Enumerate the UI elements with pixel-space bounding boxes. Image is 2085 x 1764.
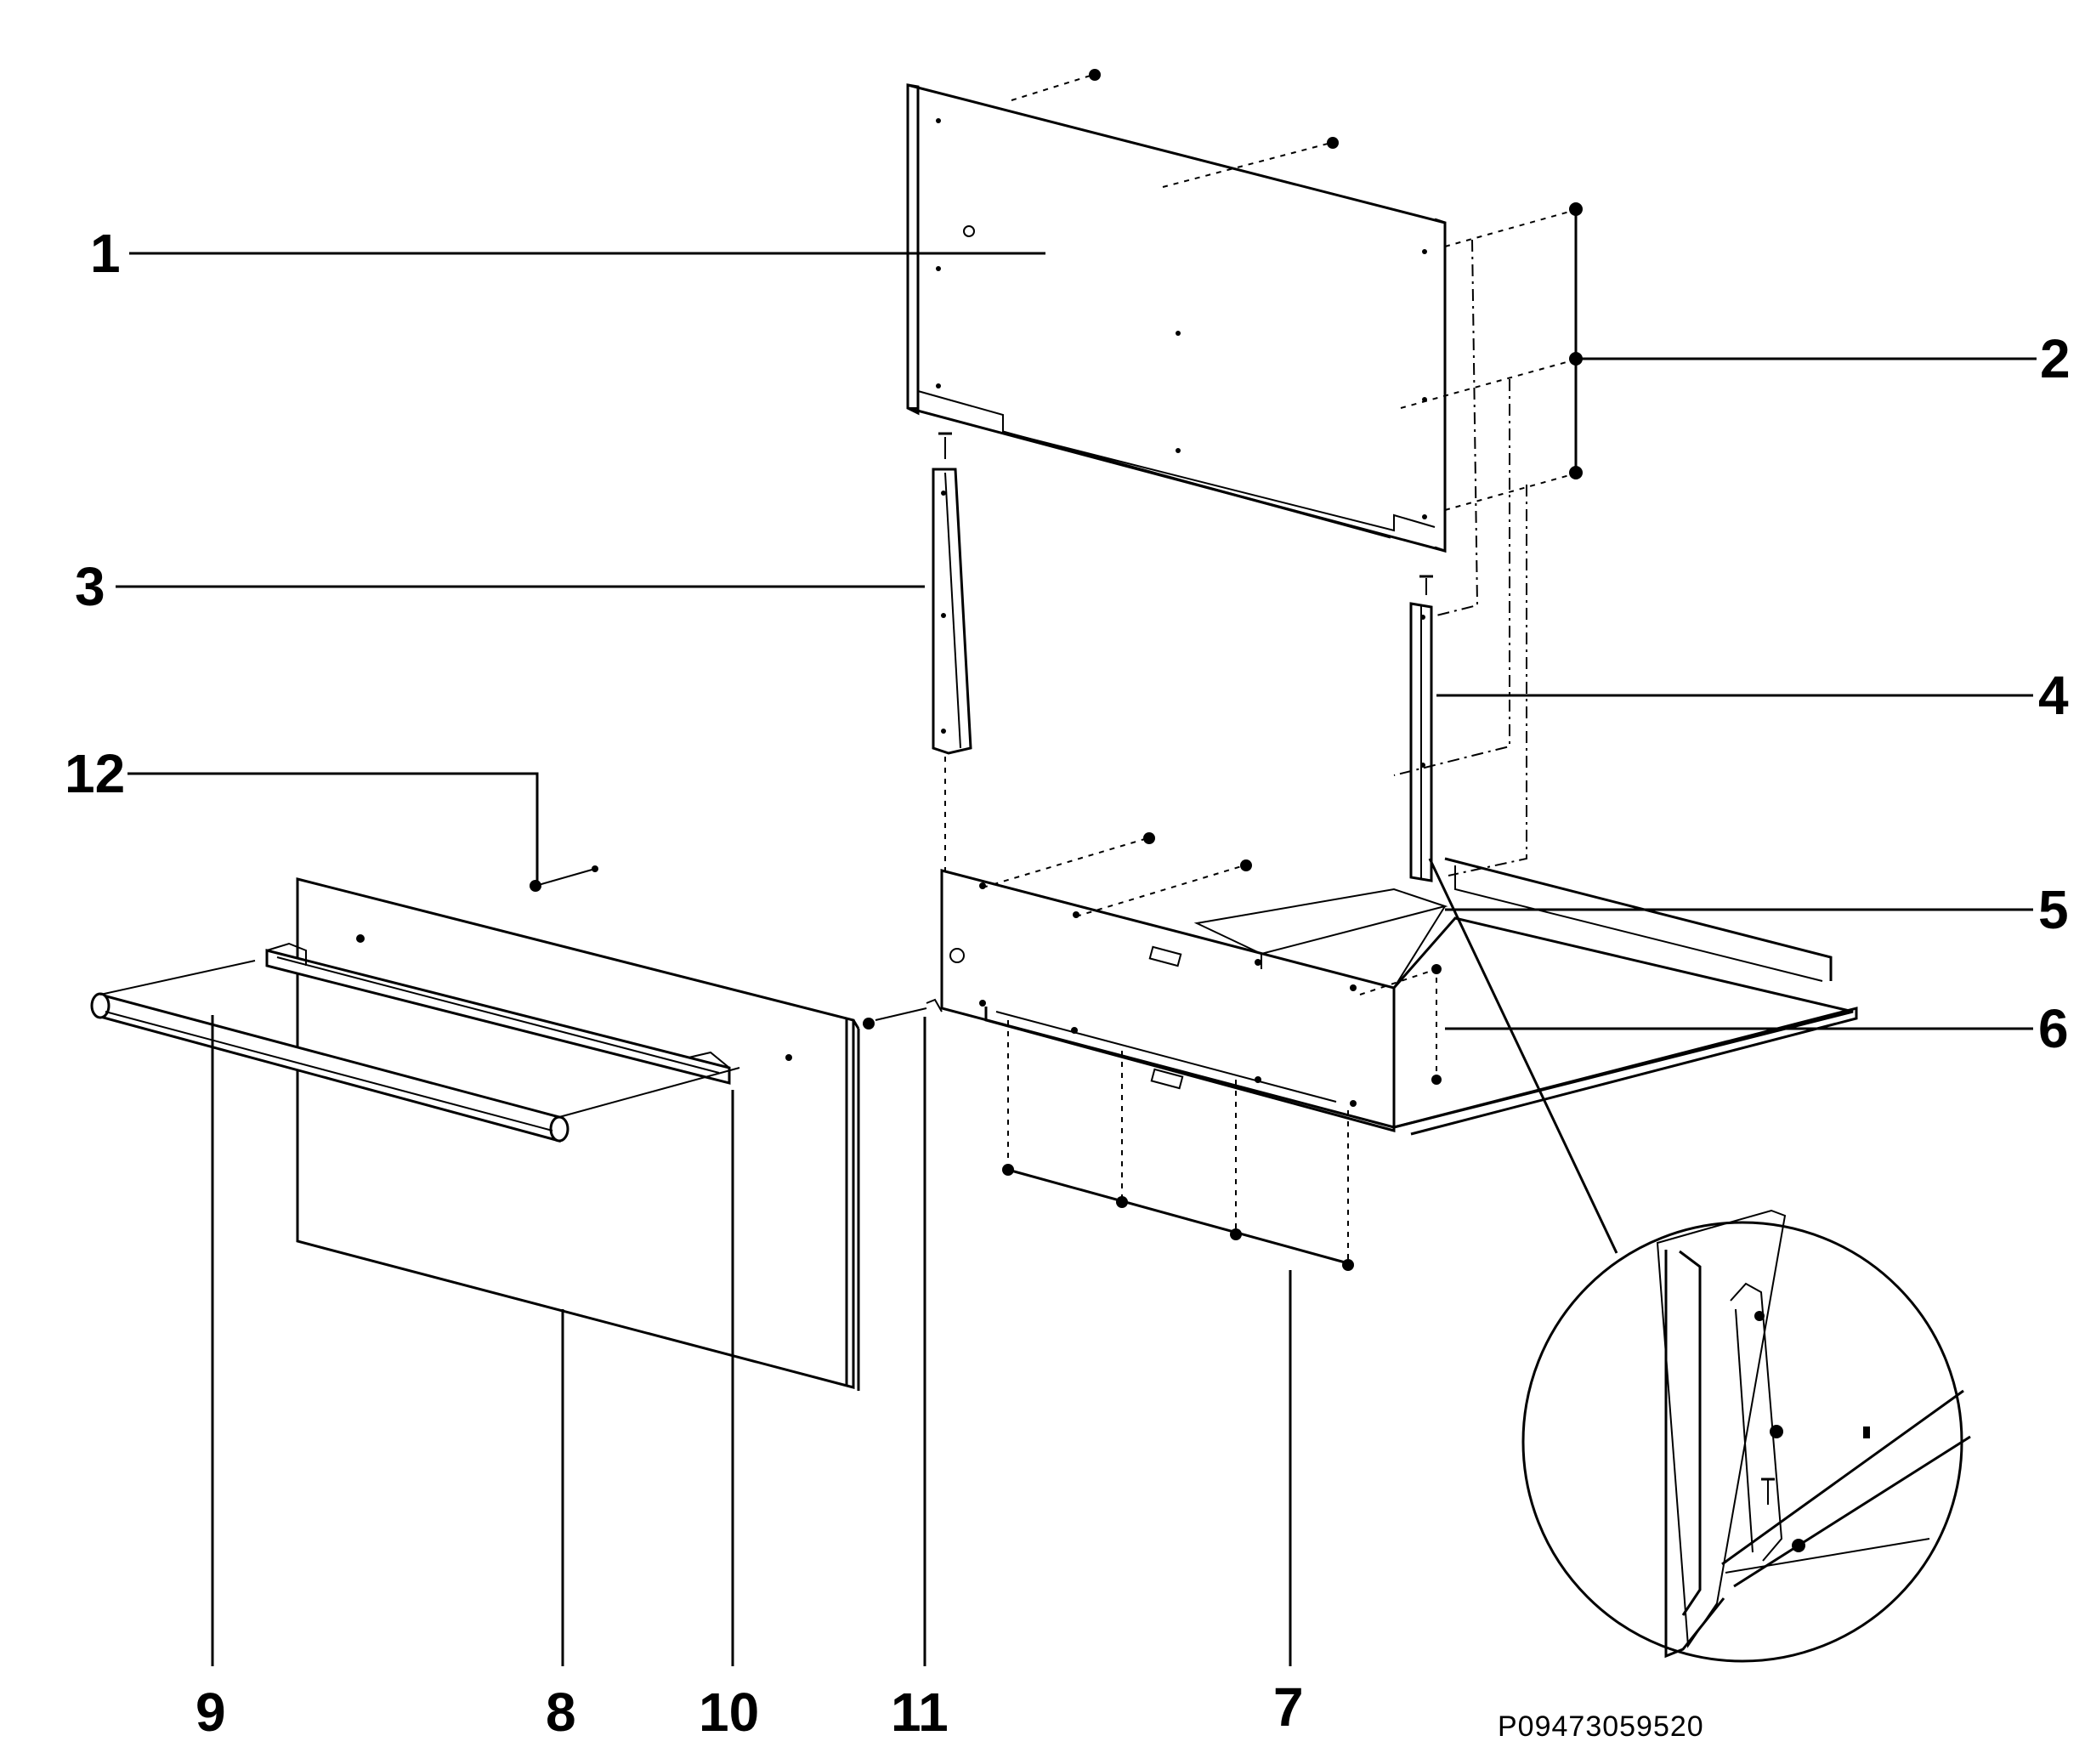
part-5-base-tray [940, 832, 1858, 1136]
part-4-right-bracket [1393, 239, 1527, 882]
part-9-handle-bar [90, 960, 740, 1143]
detail-inset [1428, 858, 1971, 1663]
callout-6: 6 [2038, 998, 2069, 1059]
callout-5: 5 [2038, 879, 2069, 940]
callout-12: 12 [65, 743, 125, 804]
callout-8: 8 [546, 1682, 576, 1743]
callout-11: 11 [891, 1682, 949, 1743]
callout-1: 1 [90, 223, 121, 284]
callout-7: 7 [1273, 1676, 1304, 1738]
callout-2: 2 [2040, 328, 2071, 389]
callout-9: 9 [195, 1682, 226, 1743]
part-8-door-panel [265, 865, 943, 1391]
callout-labels: 1 2 3 4 5 6 7 8 9 10 11 12 [65, 223, 2071, 1743]
callout-10: 10 [699, 1682, 759, 1743]
part-1-rear-panel [906, 69, 1447, 553]
callout-3: 3 [75, 556, 105, 617]
part-2-screws [1400, 202, 1583, 511]
callout-4: 4 [2038, 665, 2069, 726]
part-6-side-screws [1359, 964, 1442, 1085]
callout-leaders [116, 252, 2037, 1666]
part-3-left-bracket [932, 432, 972, 876]
part-7-bottom-screws [1002, 1020, 1354, 1271]
reference-code: P09473059520 [1498, 1710, 1704, 1743]
